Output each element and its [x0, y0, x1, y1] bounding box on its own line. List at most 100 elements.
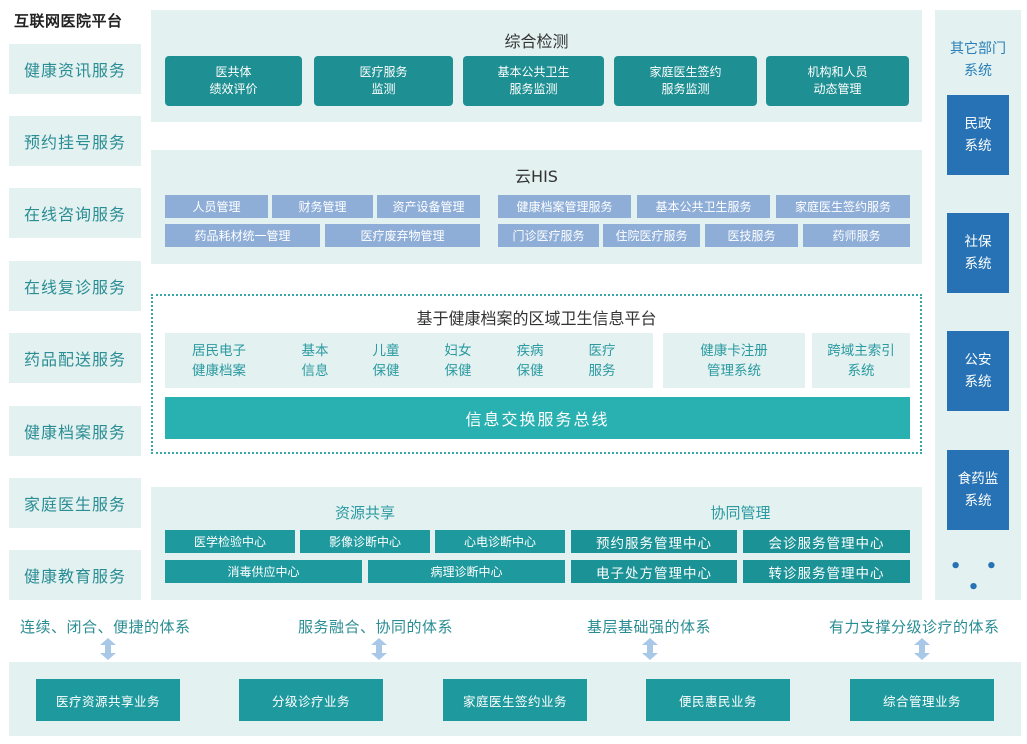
monitor-item-line1: 基本公共卫生 — [497, 65, 570, 79]
left-service-item[interactable]: 健康教育服务 — [9, 550, 141, 600]
double-arrow-icon — [642, 638, 658, 660]
his-item[interactable]: 住院医疗服务 — [603, 224, 700, 247]
business-item[interactable]: 家庭医生签约业务 — [443, 679, 587, 721]
regional-healthcard-line2: 管理系统 — [707, 363, 761, 379]
monitor-item[interactable]: 医共体绩效评价 — [165, 56, 302, 106]
system-label: 服务融合、协同的体系 — [298, 618, 454, 636]
left-service-item[interactable]: 在线复诊服务 — [9, 261, 141, 311]
business-item[interactable]: 分级诊疗业务 — [239, 679, 383, 721]
collab-item[interactable]: 会诊服务管理中心 — [743, 530, 910, 553]
collab-item[interactable]: 转诊服务管理中心 — [743, 560, 910, 583]
monitor-item-line2: 动态管理 — [813, 82, 862, 96]
regional-title: 基于健康档案的区域卫生信息平台 — [416, 309, 657, 328]
regional-item-line1: 居民电子 — [192, 343, 246, 359]
regional-item[interactable]: 疾病保健 — [503, 341, 557, 381]
monitor-item-line2: 绩效评价 — [209, 82, 258, 96]
regional-item[interactable]: 居民电子健康档案 — [183, 341, 255, 381]
share-item[interactable]: 医学检验中心 — [165, 530, 295, 553]
dept-system-box[interactable]: 公安系统 — [947, 331, 1009, 411]
more-dots: • • • — [949, 556, 1007, 598]
collab-item[interactable]: 电子处方管理中心 — [571, 560, 737, 583]
regional-item-line2: 信息 — [301, 363, 329, 379]
regional-item[interactable]: 儿童保健 — [359, 341, 413, 381]
dept-line1: 社保 — [964, 234, 992, 250]
regional-item-line2: 保健 — [516, 363, 544, 379]
regional-item-line2: 健康档案 — [192, 363, 246, 379]
other-dept-title-line1: 其它部门 — [950, 41, 1006, 57]
double-arrow-icon — [371, 638, 387, 660]
monitor-item[interactable]: 基本公共卫生服务监测 — [463, 56, 604, 106]
share-title: 资源共享 — [334, 504, 395, 522]
system-label: 连续、闭合、便捷的体系 — [20, 618, 191, 636]
monitor-item[interactable]: 医疗服务监测 — [314, 56, 453, 106]
dept-system-box[interactable]: 社保系统 — [947, 213, 1009, 293]
his-item[interactable]: 家庭医生签约服务 — [776, 195, 910, 218]
his-item[interactable]: 基本公共卫生服务 — [637, 195, 770, 218]
regional-item-line1: 医疗 — [588, 343, 616, 359]
share-item[interactable]: 心电诊断中心 — [435, 530, 565, 553]
regional-item-line1: 基本 — [301, 343, 329, 359]
monitor-item-line1: 医疗服务 — [359, 65, 408, 79]
share-item[interactable]: 病理诊断中心 — [368, 560, 565, 583]
other-dept-title-line2: 系统 — [964, 63, 992, 79]
business-item[interactable]: 医疗资源共享业务 — [36, 679, 180, 721]
regional-index-label[interactable]: 跨域主索引系统 — [812, 341, 910, 381]
business-item[interactable]: 综合管理业务 — [850, 679, 994, 721]
monitor-item[interactable]: 机构和人员动态管理 — [766, 56, 909, 106]
monitor-item-line1: 家庭医生签约 — [649, 65, 722, 79]
regional-index-line2: 系统 — [847, 363, 875, 379]
regional-card-records — [165, 333, 653, 388]
his-item[interactable]: 医疗废弃物管理 — [325, 224, 480, 247]
double-arrow-icon — [100, 638, 116, 660]
regional-item-line2: 保健 — [444, 363, 472, 379]
info-exchange-bus[interactable]: 信息交换服务总线 — [165, 397, 910, 439]
share-item[interactable]: 影像诊断中心 — [300, 530, 430, 553]
dept-line2: 系统 — [964, 493, 992, 509]
double-arrow-icon — [914, 638, 930, 660]
regional-card-healthcard — [663, 333, 805, 388]
other-dept-title: 其它部门 系统 — [935, 38, 1021, 82]
regional-card-index — [812, 333, 910, 388]
his-item[interactable]: 资产设备管理 — [377, 195, 480, 218]
collab-title: 协同管理 — [710, 504, 771, 522]
monitor-item-line1: 医共体 — [215, 65, 252, 79]
left-service-item[interactable]: 家庭医生服务 — [9, 478, 141, 528]
left-service-item[interactable]: 健康档案服务 — [9, 406, 141, 456]
monitor-item[interactable]: 家庭医生签约服务监测 — [614, 56, 757, 106]
his-title: 云HIS — [515, 167, 558, 186]
his-item[interactable]: 医技服务 — [705, 224, 798, 247]
platform-title: 互联网医院平台 — [14, 12, 123, 30]
regional-index-line1: 跨域主索引 — [827, 343, 895, 359]
business-item[interactable]: 便民惠民业务 — [646, 679, 790, 721]
his-item[interactable]: 药品耗材统一管理 — [165, 224, 320, 247]
left-service-item[interactable]: 在线咨询服务 — [9, 188, 141, 238]
his-item[interactable]: 人员管理 — [165, 195, 268, 218]
dept-line2: 系统 — [964, 256, 992, 272]
left-service-item[interactable]: 预约挂号服务 — [9, 116, 141, 166]
regional-item[interactable]: 基本信息 — [288, 341, 342, 381]
regional-item[interactable]: 医疗服务 — [575, 341, 629, 381]
system-label: 有力支撑分级诊疗的体系 — [829, 618, 1000, 636]
monitor-item-line2: 监测 — [371, 82, 396, 96]
left-service-item[interactable]: 健康资讯服务 — [9, 44, 141, 94]
regional-healthcard-line1: 健康卡注册 — [700, 343, 768, 359]
dept-line1: 食药监 — [957, 471, 999, 487]
his-item[interactable]: 健康档案管理服务 — [498, 195, 631, 218]
dept-line2: 系统 — [964, 138, 992, 154]
collab-item[interactable]: 预约服务管理中心 — [571, 530, 737, 553]
his-item[interactable]: 财务管理 — [272, 195, 373, 218]
left-service-item[interactable]: 药品配送服务 — [9, 333, 141, 383]
his-item[interactable]: 药师服务 — [803, 224, 910, 247]
regional-item[interactable]: 妇女保健 — [431, 341, 485, 381]
share-item[interactable]: 消毒供应中心 — [165, 560, 362, 583]
regional-item-line1: 妇女 — [444, 343, 472, 359]
monitor-item-line2: 服务监测 — [661, 82, 710, 96]
regional-healthcard-label[interactable]: 健康卡注册管理系统 — [663, 341, 805, 381]
dept-line1: 民政 — [964, 116, 992, 132]
his-item[interactable]: 门诊医疗服务 — [498, 224, 599, 247]
regional-item-line1: 儿童 — [372, 343, 400, 359]
monitor-item-line2: 服务监测 — [509, 82, 558, 96]
dept-system-box[interactable]: 食药监系统 — [947, 450, 1009, 530]
dept-system-box[interactable]: 民政系统 — [947, 95, 1009, 175]
system-label: 基层基础强的体系 — [587, 618, 712, 636]
